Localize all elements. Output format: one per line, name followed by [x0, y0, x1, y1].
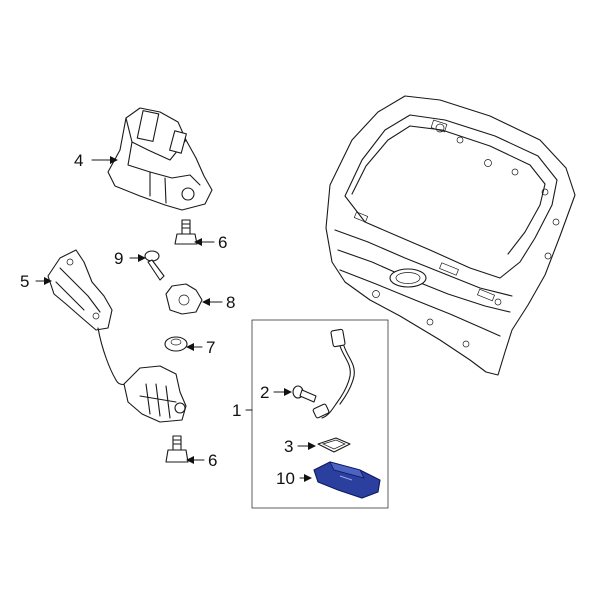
callout-3: 3 — [284, 437, 293, 456]
part-5-latch — [47, 249, 187, 423]
callout-4: 4 — [74, 151, 83, 170]
part-3-gasket — [317, 437, 351, 453]
callout-5: 5 — [20, 272, 29, 291]
callout-7: 7 — [206, 338, 215, 357]
callout-6-upper: 6 — [218, 233, 227, 252]
part-6-bolt-lower — [165, 435, 189, 463]
part-8-bumper — [165, 283, 203, 315]
callout-10: 10 — [276, 469, 295, 488]
part-9-screw — [144, 250, 165, 281]
callout-8: 8 — [226, 293, 235, 312]
part-7-nut — [164, 336, 188, 352]
callout-9: 9 — [114, 249, 123, 268]
callout-1: 1 — [232, 401, 241, 420]
callout-2: 2 — [260, 383, 269, 402]
part-4-actuator — [107, 107, 213, 211]
part-10-switch — [313, 461, 381, 499]
part-1-harness — [312, 328, 355, 419]
part-2-screw — [292, 385, 317, 403]
liftgate-panel — [325, 95, 576, 376]
callout-6-lower: 6 — [208, 451, 217, 470]
part-1-group-box — [251, 319, 389, 509]
part-6-bolt-upper — [174, 219, 198, 245]
